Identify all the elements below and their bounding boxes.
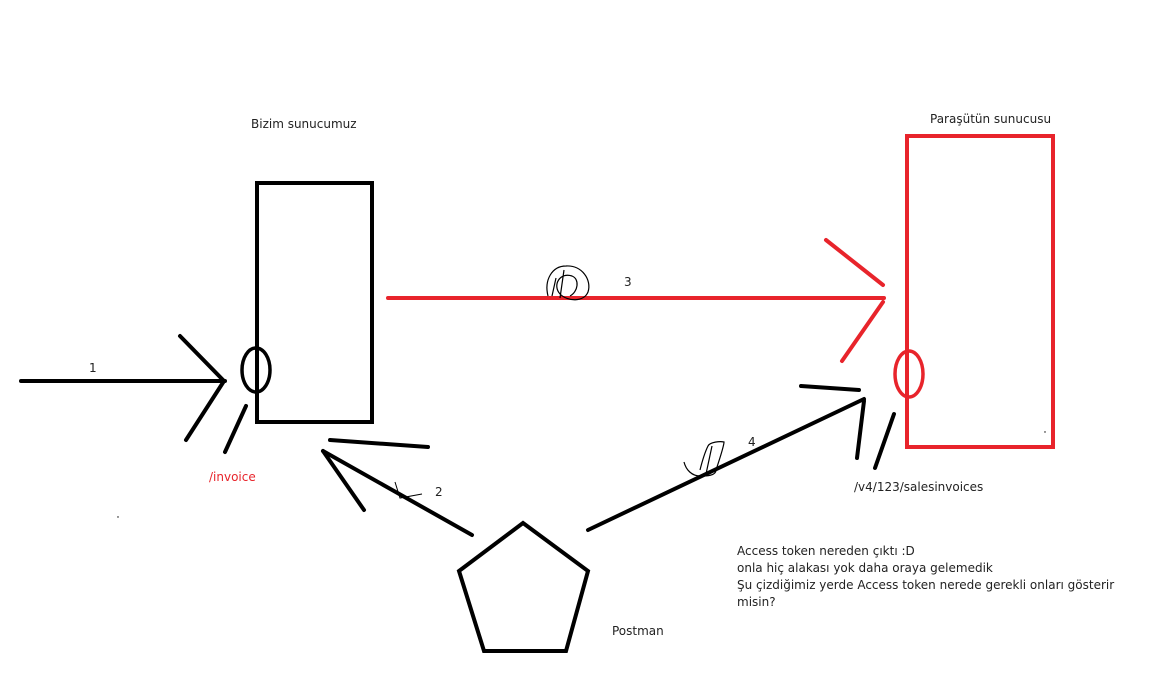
our-server-label: Bizim sunucumuz [251,117,357,131]
parasut-server-label: Paraşütün sunucusu [930,112,1052,126]
note-line: Access token nereden çıktı :D [737,544,915,558]
arrow-1 [19,334,227,442]
note-line: misin? [737,595,776,609]
step-4-label: 4 [748,435,756,449]
our-server-port [240,346,272,394]
sales-endpoint-label: /v4/123/salesinvoices [854,480,984,494]
postman-pentagon [456,520,591,653]
invoice-endpoint-label: /invoice [209,470,256,484]
comment-note: Access token nereden çıktı :D onla hiç a… [737,543,1137,611]
tick-mark [873,412,896,470]
scribble-mark [683,441,725,477]
our-server-box [255,181,374,424]
parasut-server-port [893,349,925,399]
scribble-mark [546,265,590,301]
note-line: onla hiç alakası yok daha oraya gelemedi… [737,561,993,575]
note-line: Şu çizdiğimiz yerde Access token nerede … [737,578,1115,592]
arrow-2 [321,438,474,537]
postman-label: Postman [612,624,664,638]
stray-dot [117,516,119,518]
step-3-label: 3 [624,275,632,289]
step-1-label: 1 [89,361,97,375]
parasut-server-box [905,134,1055,449]
step-2-label: 2 [435,485,443,499]
scribble-mark [394,481,423,499]
arrow-3 [386,238,886,363]
stray-dot [1044,431,1046,433]
arrow-4 [586,384,866,532]
tick-mark [223,404,248,454]
